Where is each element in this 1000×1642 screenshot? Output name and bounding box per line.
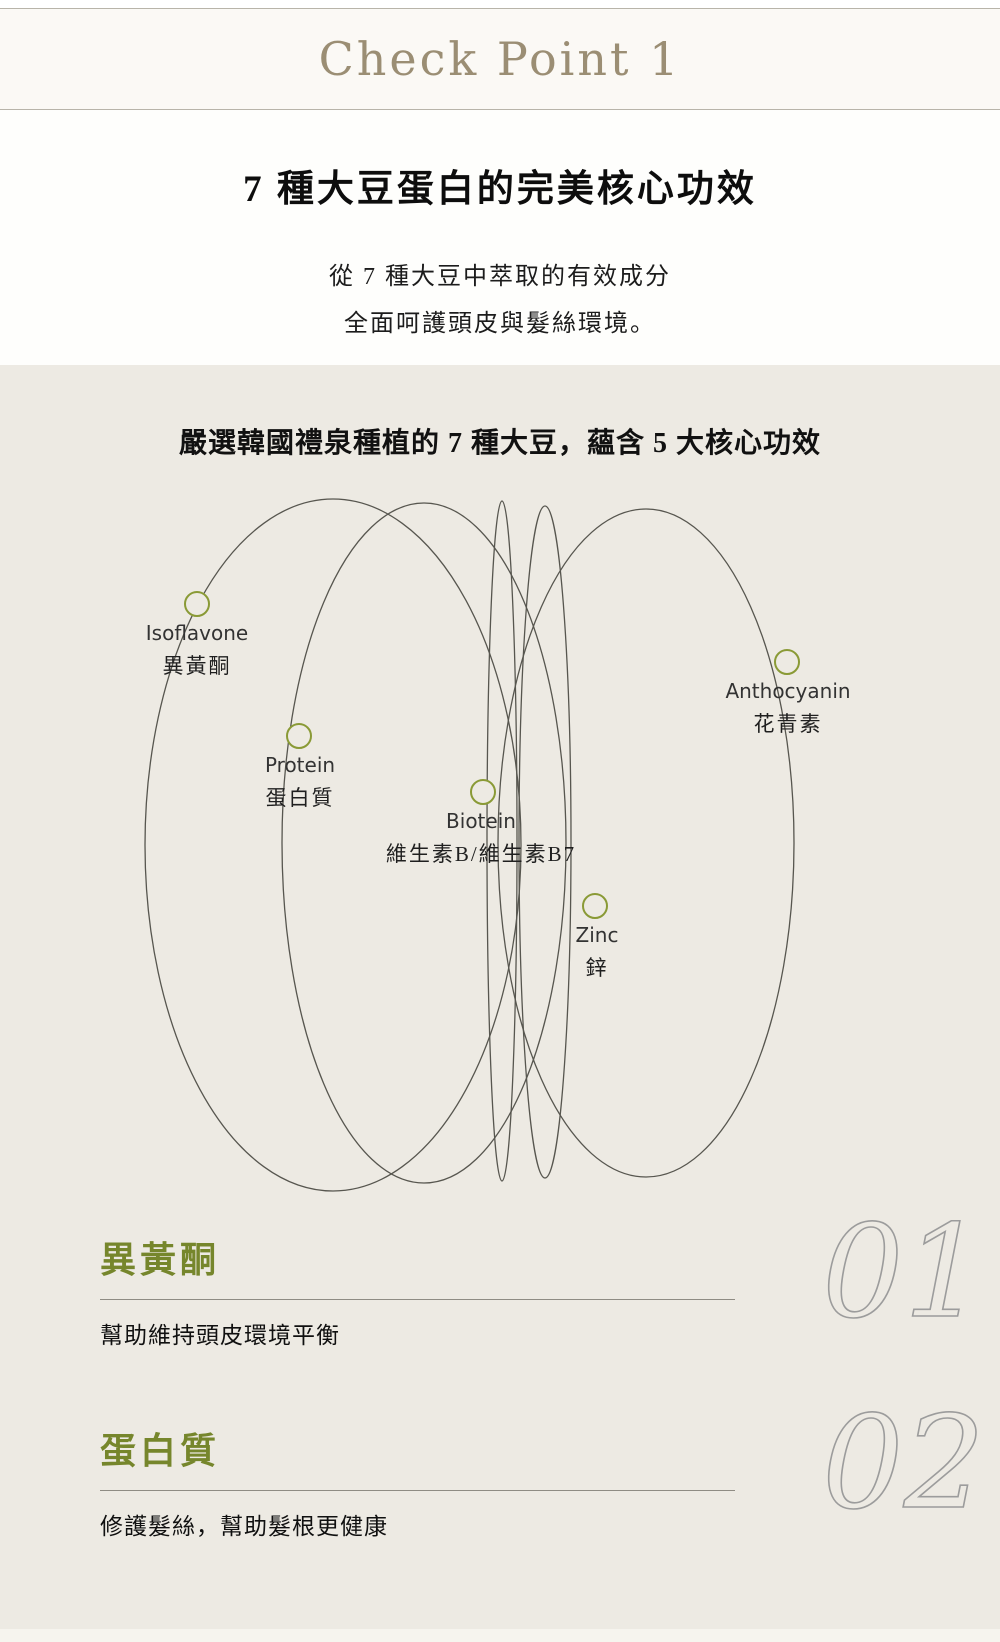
- benefit-title: 蛋白質: [100, 1431, 221, 1471]
- node-label-isoflavone: Isoflavone 異黃酮: [146, 621, 248, 680]
- intro-subtitle-line1: 從 7 種大豆中萃取的有效成分: [329, 264, 671, 290]
- node-circle-zinc: [582, 893, 608, 919]
- node-circle-protein: [286, 723, 312, 749]
- node-en-biotein: Biotein: [446, 809, 516, 833]
- node-circle-isoflavone: [184, 591, 210, 617]
- benefit-number-02: 02: [821, 1389, 985, 1538]
- intro-title: 7 種大豆蛋白的完美核心功效: [243, 169, 757, 210]
- diagram-heading: 嚴選韓國禮泉種植的 7 種大豆，蘊含 5 大核心功效: [178, 428, 821, 459]
- header-band: Check Point 1: [0, 8, 1000, 110]
- node-circle-anthocyanin: [774, 649, 800, 675]
- intro-subtitle: 從 7 種大豆中萃取的有效成分 全面呵護頭皮與髮絲環境。: [0, 254, 1000, 348]
- main-section: 嚴選韓國禮泉種植的 7 種大豆，蘊含 5 大核心功效 Isoflavone 異黃…: [0, 365, 1000, 1642]
- next-section-edge: [0, 1629, 1000, 1642]
- node-label-biotein: Biotein 維生素B/維生素B7: [386, 809, 576, 868]
- benefit-description: 修護髮絲，幫助髮根更健康: [100, 1514, 388, 1539]
- node-zh-isoflavone: 異黃酮: [162, 654, 232, 678]
- soy-venn-diagram: Isoflavone 異黃酮 Protein 蛋白質 Biotein 維生素B/…: [0, 469, 1000, 1231]
- node-en-anthocyanin: Anthocyanin: [725, 679, 851, 703]
- node-en-zinc: Zinc: [575, 923, 619, 947]
- divider-line: [100, 1299, 735, 1300]
- node-label-anthocyanin: Anthocyanin 花青素: [725, 679, 850, 738]
- node-label-zinc: Zinc 鋅: [576, 923, 619, 982]
- node-zh-anthocyanin: 花青素: [753, 712, 823, 736]
- benefit-number-01: 01: [821, 1198, 985, 1347]
- intro-subtitle-line2: 全面呵護頭皮與髮絲環境。: [344, 310, 656, 337]
- intro-section: 7 種大豆蛋白的完美核心功效 從 7 種大豆中萃取的有效成分 全面呵護頭皮與髮絲…: [0, 110, 1000, 365]
- node-en-protein: Protein: [264, 753, 336, 777]
- node-en-isoflavone: Isoflavone: [145, 621, 249, 645]
- node-circle-biotein: [470, 779, 496, 805]
- node-label-protein: Protein 蛋白質: [265, 753, 335, 812]
- node-zh-protein: 蛋白質: [265, 786, 335, 810]
- page-title: Check Point 1: [318, 32, 682, 86]
- node-zh-zinc: 鋅: [585, 956, 609, 980]
- top-spacer: [0, 0, 1000, 8]
- benefit-title: 異黃酮: [100, 1240, 221, 1280]
- divider-line: [100, 1490, 735, 1491]
- benefits-list: 異黃酮 幫助維持頭皮環境平衡 01 蛋白質 修護髮絲，幫助髮根更健康 02: [0, 1208, 1000, 1541]
- ellipses-graphic: [144, 498, 795, 1192]
- benefit-item-protein: 蛋白質 修護髮絲，幫助髮根更健康 02: [100, 1399, 986, 1541]
- benefit-description: 幫助維持頭皮環境平衡: [100, 1323, 340, 1348]
- node-zh-biotein: 維生素B/維生素B7: [385, 842, 577, 866]
- benefit-item-isoflavone: 異黃酮 幫助維持頭皮環境平衡 01: [100, 1208, 986, 1350]
